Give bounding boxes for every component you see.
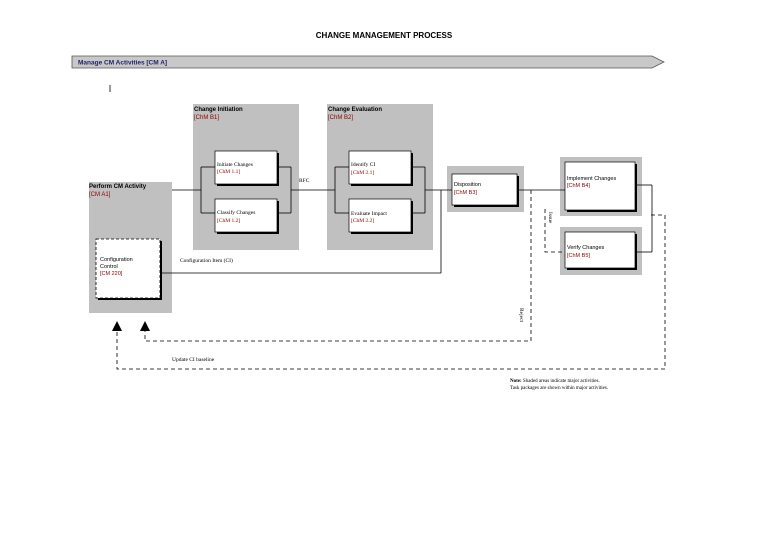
box-identify-code: [ChM 2.1] <box>351 170 374 176</box>
box-identify-title: Identify CI <box>351 161 375 168</box>
box-configuration-control: Configuration Control [CM 220] <box>95 238 162 300</box>
group-evaluation-title: Change Evaluation <box>328 107 382 113</box>
box-classify-changes: Classify Changes [ChM 1.2] <box>214 198 279 234</box>
solid-connectors <box>162 166 653 274</box>
banner-label: Manage CM Activities [CM A] <box>78 60 167 67</box>
group-initiation-code: [ChM B1] <box>194 115 219 121</box>
box-evaluate-code: [ChM 2.2] <box>351 218 374 224</box>
label-rfc: RFC <box>299 178 310 184</box>
box-implement-code: [ChM B4] <box>567 183 590 189</box>
box-verify-code: [ChM B5] <box>567 253 590 259</box>
box-disposition-code: [ChM B3] <box>454 190 477 196</box>
group-evaluation-code: [ChM B2] <box>328 115 353 121</box>
box-disposition: Disposition [ChM B3] <box>451 173 519 207</box>
box-config-code: [CM 220] <box>100 271 123 277</box>
label-issue: Issue <box>547 212 553 224</box>
box-initiate-code: [ChM 1.1] <box>217 169 240 175</box>
box-config-line1: Configuration <box>100 257 133 263</box>
group-initiation-title: Change Initiation <box>194 107 243 113</box>
box-implement-changes: Implement Changes [ChM B4] <box>564 161 637 212</box>
page-title: CHANGE MANAGEMENT PROCESS <box>316 31 453 40</box>
arrow-up-update <box>112 321 122 331</box>
box-evaluate-impact: Evaluate Impact [ChM 2.2] <box>348 198 413 234</box>
note-line1: Note: Shaded areas indicate major activi… <box>510 379 600 384</box>
note-line2: Task packages are shown within major act… <box>510 386 608 391</box>
note-text-1: Shaded areas indicate major activities. <box>523 379 600 384</box>
box-classify-code: [ChM 1.2] <box>217 218 240 224</box>
dashed-connectors <box>116 190 666 370</box>
box-identify-ci: Identify CI [ChM 2.1] <box>348 150 413 186</box>
box-disposition-title: Disposition <box>454 182 481 188</box>
label-update-ci-baseline: Update CI baseline <box>172 357 215 363</box>
group-perform-code: [CM A1] <box>89 192 111 198</box>
label-reject: Reject <box>518 308 524 323</box>
box-verify-changes: Verify Changes [ChM B5] <box>564 231 637 270</box>
group-perform-title: Perform CM Activity <box>89 184 147 190</box>
box-evaluate-title: Evaluate Impact <box>351 211 387 217</box>
note-label: Note: <box>510 379 522 384</box>
box-classify-title: Classify Changes <box>217 209 255 216</box>
box-verify-title: Verify Changes <box>567 245 605 251</box>
box-initiate-changes: Initiate Changes [ChM 1.1] <box>214 150 279 186</box>
banner-arrow <box>71 55 665 69</box>
box-implement-title: Implement Changes <box>567 176 616 182</box>
box-initiate-title: Initiate Changes <box>217 162 253 168</box>
box-config-line2: Control <box>100 264 118 270</box>
label-configuration-item: Configuration Item (CI) <box>180 257 233 264</box>
arrow-up-reject <box>140 321 150 331</box>
